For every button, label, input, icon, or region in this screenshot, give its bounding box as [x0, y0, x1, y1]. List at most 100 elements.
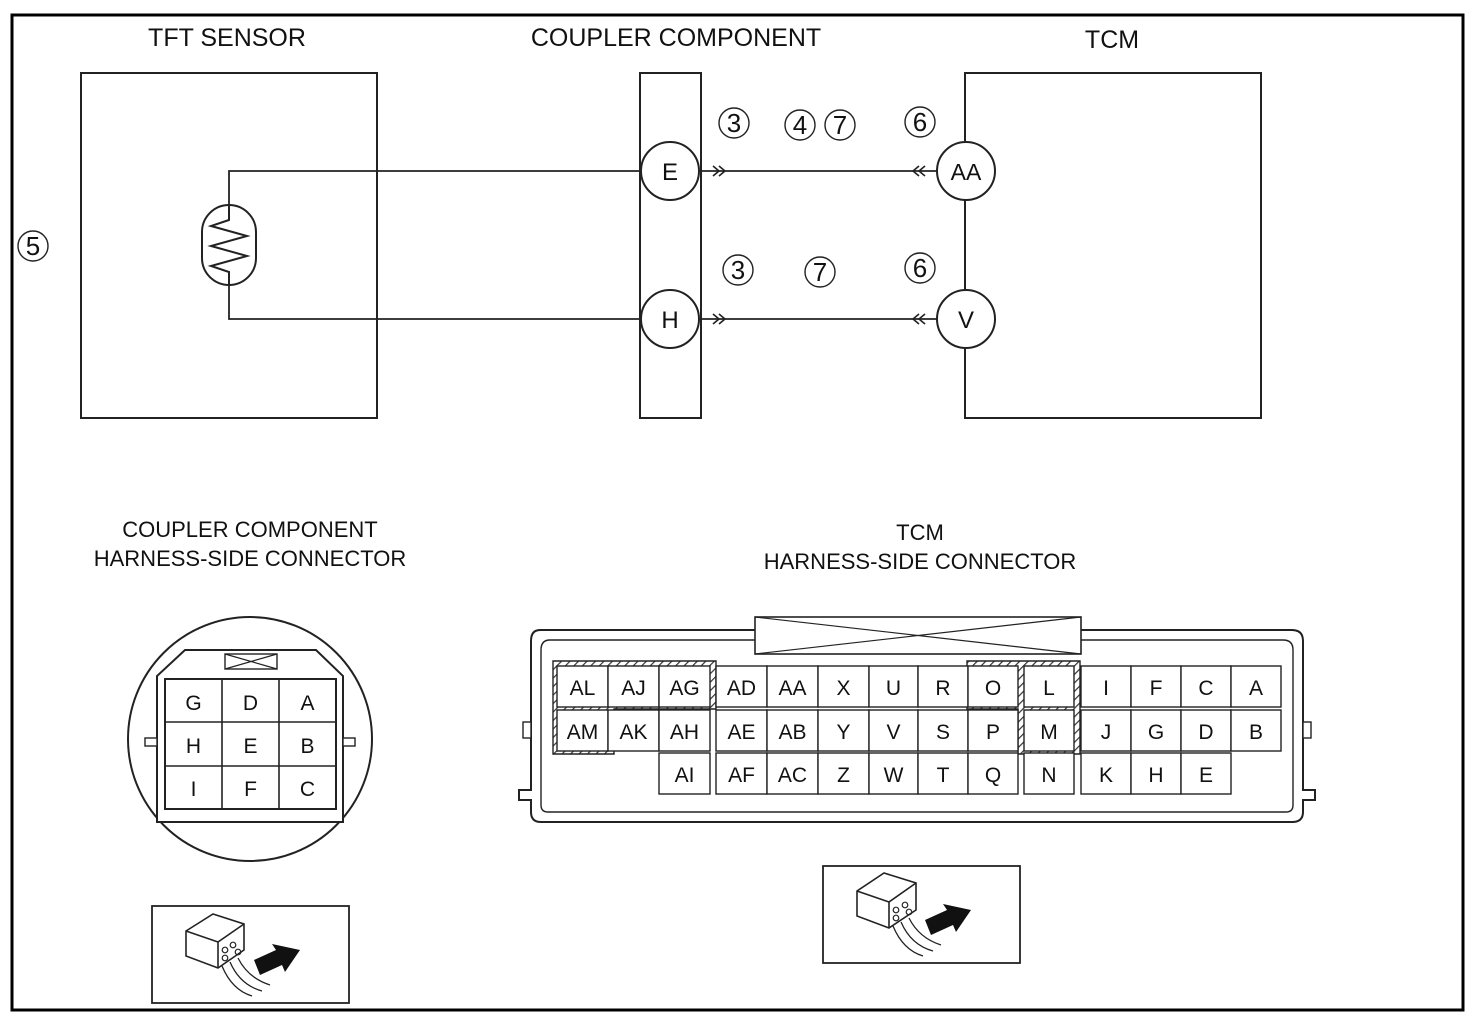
tcm-pin-U: U	[886, 677, 901, 700]
tcm-pin-cell-AE	[715, 709, 768, 752]
coupler-component-box	[639, 72, 702, 419]
terminal-tcm-aa: AA	[936, 141, 996, 201]
tcm-pin-cell-AA	[766, 665, 819, 708]
coupler-connector-caption-line1: COUPLER COMPONENT	[122, 517, 377, 542]
tcm-pin-AI: AI	[675, 764, 695, 787]
step-marker-e-4: 6	[904, 106, 936, 138]
tcm-pin-X: X	[836, 677, 850, 700]
tcm-pin-W: W	[884, 764, 904, 787]
tcm-pin-G: G	[1148, 721, 1164, 744]
tcm-pin-cell-E	[1180, 752, 1232, 795]
tcm-title: TCM	[1085, 26, 1139, 54]
tcm-pin-cell-O	[967, 665, 1019, 708]
wire-e-aa	[228, 170, 937, 205]
tcm-pin-cell-A	[1230, 665, 1282, 708]
svg-text:4: 4	[793, 110, 807, 140]
tcm-pin-cell-G	[1130, 709, 1182, 752]
coupler-connector-view-icon	[151, 905, 350, 1004]
tcm-pin-P: P	[986, 721, 1000, 744]
tcm-pin-AH: AH	[670, 721, 699, 744]
coupler-pin-I: I	[191, 778, 197, 801]
tcm-pin-AF: AF	[728, 764, 755, 787]
tcm-pin-cell-V	[868, 709, 919, 752]
coupler-pin-H: H	[186, 735, 201, 758]
tft-sensor-title: TFT SENSOR	[148, 24, 306, 52]
coupler-pin-G: G	[185, 692, 201, 715]
tcm-pin-cell-L	[1023, 665, 1075, 708]
tcm-pin-AB: AB	[778, 721, 806, 744]
tcm-pin-AK: AK	[619, 721, 647, 744]
step-marker-h-3: 6	[904, 252, 936, 284]
tcm-connector-caption-line1: TCM	[896, 520, 944, 545]
tcm-pin-cell-K	[1080, 752, 1132, 795]
svg-text:3: 3	[731, 255, 745, 285]
tcm-pin-cell-X	[817, 665, 870, 708]
tcm-pin-K: K	[1099, 764, 1113, 787]
step-marker-h-2: 7	[804, 256, 836, 288]
tcm-pin-Z: Z	[837, 764, 850, 787]
tcm-pin-cell-B	[1230, 709, 1282, 752]
terminal-coupler-e: E	[640, 141, 700, 201]
tcm-pin-cell-AI	[658, 752, 711, 795]
outer-frame	[10, 13, 1465, 1012]
svg-text:V: V	[958, 307, 974, 334]
tcm-pin-M: M	[1040, 721, 1058, 744]
tcm-pin-AG: AG	[669, 677, 699, 700]
coupler-pin-D: D	[243, 692, 258, 715]
tcm-pin-E: E	[1199, 764, 1213, 787]
coupler-pin-C: C	[300, 778, 315, 801]
svg-text:AA: AA	[951, 159, 982, 185]
tcm-pin-Q: Q	[985, 764, 1001, 787]
step-marker-e-2: 4	[784, 109, 816, 141]
coupler-component-title: COUPLER COMPONENT	[531, 24, 821, 52]
tcm-pin-cell-AG	[658, 665, 711, 708]
tcm-pin-T: T	[937, 764, 950, 787]
tcm-pin-cell-AK	[607, 709, 660, 752]
tcm-pin-L: L	[1043, 677, 1055, 700]
svg-text:5: 5	[26, 231, 40, 261]
tcm-pin-AL: AL	[570, 677, 596, 700]
tcm-pin-cell-D	[1180, 709, 1232, 752]
tcm-pin-AE: AE	[727, 721, 755, 744]
svg-text:7: 7	[833, 110, 847, 140]
step-marker-sensor: 5	[17, 230, 49, 262]
tcm-pin-cell-AM	[556, 709, 609, 752]
tcm-pin-cell-Q	[967, 752, 1019, 795]
svg-text:3: 3	[727, 108, 741, 138]
tcm-pin-B: B	[1249, 721, 1263, 744]
tcm-pin-Y: Y	[836, 721, 850, 744]
tcm-pin-R: R	[935, 677, 950, 700]
svg-text:E: E	[662, 159, 678, 186]
step-marker-e-1: 3	[718, 107, 750, 139]
svg-text:H: H	[661, 307, 678, 334]
tcm-pin-I: I	[1103, 677, 1109, 700]
tcm-pin-N: N	[1041, 764, 1056, 787]
coupler-pin-F: F	[244, 778, 257, 801]
terminal-coupler-h: H	[640, 289, 700, 349]
tcm-pin-H: H	[1148, 764, 1163, 787]
terminal-tcm-v: V	[936, 289, 996, 349]
tcm-pin-cell-AH	[658, 709, 711, 752]
svg-text:6: 6	[913, 253, 927, 283]
tcm-box	[964, 72, 1262, 419]
step-marker-h-1: 3	[722, 254, 754, 286]
tcm-pin-AD: AD	[727, 677, 756, 700]
tcm-pin-A: A	[1249, 677, 1263, 700]
tcm-pin-J: J	[1101, 721, 1112, 744]
svg-text:7: 7	[813, 257, 827, 287]
tcm-pin-cell-R	[917, 665, 969, 708]
tcm-connector-caption-line2: HARNESS-SIDE CONNECTOR	[764, 549, 1077, 574]
coupler-pin-A: A	[300, 692, 314, 715]
tcm-pin-F: F	[1150, 677, 1163, 700]
tcm-pin-AA: AA	[778, 677, 806, 700]
svg-text:6: 6	[913, 107, 927, 137]
tcm-pin-V: V	[886, 721, 900, 744]
tcm-connector-view-icon	[822, 865, 1021, 964]
tcm-pin-cell-J	[1080, 709, 1132, 752]
tcm-pin-cell-AB	[766, 709, 819, 752]
tcm-pin-O: O	[985, 677, 1001, 700]
